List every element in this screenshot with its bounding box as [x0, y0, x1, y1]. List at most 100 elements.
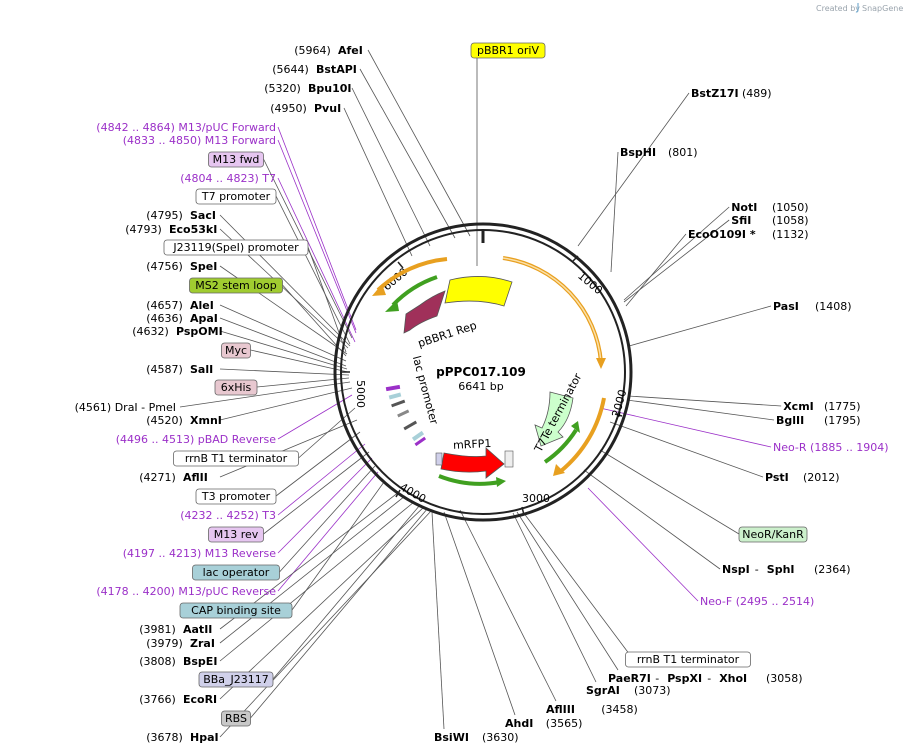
feature-arc-rep-orange: [376, 257, 448, 292]
leader-right-7: [627, 395, 782, 407]
enzyme-label-aflii: AflII: [183, 471, 208, 484]
enzyme-label-noti: NotI: [731, 201, 757, 214]
left-label-29: lac operator: [192, 564, 280, 581]
feature-box-m13-fwd: M13 fwd: [213, 153, 260, 166]
enzyme-label-bglii: BglII: [776, 414, 804, 427]
enzyme-pos-bstz17i: (489): [742, 87, 772, 100]
leader-left-29: [279, 465, 376, 573]
right-label-7: XcmI(1775): [783, 400, 860, 413]
enzyme-pos-noti: (1050): [772, 201, 809, 214]
left-label-7: (4804 .. 4823) T7: [180, 172, 276, 185]
enzyme-pos-alei: (4657): [146, 299, 183, 312]
feature-arc-neo-green: [543, 428, 578, 464]
enzyme-pos-spei: (4756): [146, 260, 183, 273]
enzyme-label-pasi: PasI: [773, 300, 799, 313]
left-label-27: M13 rev: [208, 526, 264, 543]
enzyme-pos-zrai: (3979): [146, 637, 183, 650]
feature-pbbr1-oriv: [444, 276, 513, 307]
left-label-37: RBS: [221, 710, 251, 727]
left-label-38: (3678)HpaI: [146, 731, 218, 744]
left-label-5: (4833 .. 4850) M13 Forward: [123, 134, 276, 147]
tick-5000: 5000: [342, 371, 367, 408]
left-label-28: (4197 .. 4213) M13 Reverse: [123, 547, 276, 560]
enzyme-label-psti: PstI: [765, 471, 789, 484]
primer-label-neo-f: Neo-F (2495 .. 2514): [700, 595, 814, 608]
enzyme-pos-bglii: (1795): [824, 414, 861, 427]
enzyme-label-sali: SalI: [190, 363, 213, 376]
leader-left-2: [351, 87, 431, 247]
left-label-10: (4793)Eco53kI: [125, 223, 217, 236]
leader-left-24: [219, 419, 358, 478]
left-label-8: T7 promoter: [195, 188, 277, 205]
right-label-6: PasI(1408): [773, 300, 852, 313]
primer-label-m13-puc-reverse: (4178 .. 4200) M13/pUC Reverse: [96, 585, 276, 598]
bottom-label-0: BsiWI (3630): [434, 731, 519, 744]
leader-right-1: [577, 92, 690, 247]
leader-left-14: [219, 304, 347, 362]
feature-box-rrnb-t1-terminator-box: [173, 450, 299, 467]
leader-right-2: [610, 151, 619, 273]
enzyme-pos-bstapi: (5644): [272, 63, 309, 76]
tick-3000: 3000: [521, 492, 550, 516]
leader-left-4: [277, 126, 357, 331]
right-label-10: PstI(2012): [765, 471, 840, 484]
leader-bottom-1: [443, 511, 516, 716]
left-label-13: MS2 stem loop: [189, 277, 283, 294]
left-label-12: (4756) SpeI: [146, 260, 217, 273]
leader-left-13: [282, 284, 347, 357]
leader-right-5: [625, 233, 687, 307]
feature-box-t7-promoter-box: [195, 188, 277, 205]
leader-right-10: [609, 421, 764, 478]
left-label-32: (3981)AatII: [139, 623, 212, 636]
feature-box-rrnb-t1-terminator-2: rrnB T1 terminator: [637, 653, 740, 666]
enzyme-label-spei: SpeI: [190, 260, 217, 273]
feature-box-pbbr1-oriv: pBBR1 oriV: [477, 44, 540, 57]
leader-right-11: [599, 449, 740, 535]
enzyme-label-xmni: XmnI: [190, 414, 222, 427]
enzyme-pos-xmni: (4520): [146, 414, 183, 427]
plasmid-size: 6641 bp: [458, 380, 503, 393]
enzyme-pos-xcmi: (1775): [824, 400, 861, 413]
leader-bottom-2: [459, 509, 557, 702]
enzyme-label-bsphi: BspHI: [620, 146, 656, 159]
enzyme-label-afliii: AflIII: [546, 703, 575, 716]
enzyme-label-sphi: SphI: [767, 563, 795, 576]
feature-box-m13-rev: M13 rev: [214, 528, 259, 541]
enzyme-pos-bspei: (3808): [139, 655, 176, 668]
enzyme-label-nspi: NspI: [722, 563, 750, 576]
right-label-0: pBBR1 oriV: [470, 42, 546, 59]
leader-left-8: [275, 195, 351, 345]
feature-box-rrnb-t1-terminator-2-box: [625, 651, 751, 668]
enzyme-pos-bsiwi: (3630): [482, 731, 519, 744]
enzyme-pos-ecoo109i: (1132): [772, 228, 809, 241]
label-mrfp1: mRFP1: [453, 437, 492, 452]
enzyme-pos-nspi: (2364): [814, 563, 851, 576]
feature-box-j23119-spei-promoter: J23119(SpeI) promoter: [172, 241, 299, 254]
enzyme-label-bsiwi: BsiWI: [434, 731, 469, 744]
enzyme-pos-apai: (4636): [146, 312, 183, 325]
left-label-4: (4842 .. 4864) M13/pUC Forward: [96, 121, 276, 134]
left-label-14: (4657)AleI: [146, 299, 214, 312]
left-label-36: (3766)EcoRI: [139, 693, 217, 706]
enzyme-label-afei: AfeI: [338, 44, 363, 57]
leader-left-5: [277, 139, 357, 334]
primer-label-m13-forward: (4833 .. 4850) M13 Forward: [123, 134, 276, 147]
left-label-0: (5964)AfeI: [294, 44, 363, 57]
left-label-21: (4520) XmnI: [146, 414, 222, 427]
enzyme-pos-saci: (4795): [146, 209, 183, 222]
feature-box-neor-kanr: NeoR/KanR: [742, 528, 804, 541]
feature-box-myc: Myc: [225, 344, 247, 357]
feature-t7te-terminator: [534, 391, 574, 447]
feature-arc-mrfp-green: [438, 474, 501, 486]
left-label-35: BBa_J23117: [198, 671, 274, 688]
right-label-8: BglII (1795): [776, 414, 861, 427]
left-label-19: 6xHis: [214, 379, 258, 396]
primer-label-m13-puc-forward: (4842 .. 4864) M13/pUC Forward: [96, 121, 276, 134]
tick-1000: 1000: [572, 255, 605, 297]
left-label-9: (4795)SacI: [146, 209, 216, 222]
enzyme-pos-afliii: (3458): [601, 703, 638, 716]
left-label-6: M13 fwd: [208, 151, 264, 168]
left-label-18: (4587)SalI: [146, 363, 213, 376]
enzyme-pos-sgrai: (3073): [634, 684, 671, 697]
